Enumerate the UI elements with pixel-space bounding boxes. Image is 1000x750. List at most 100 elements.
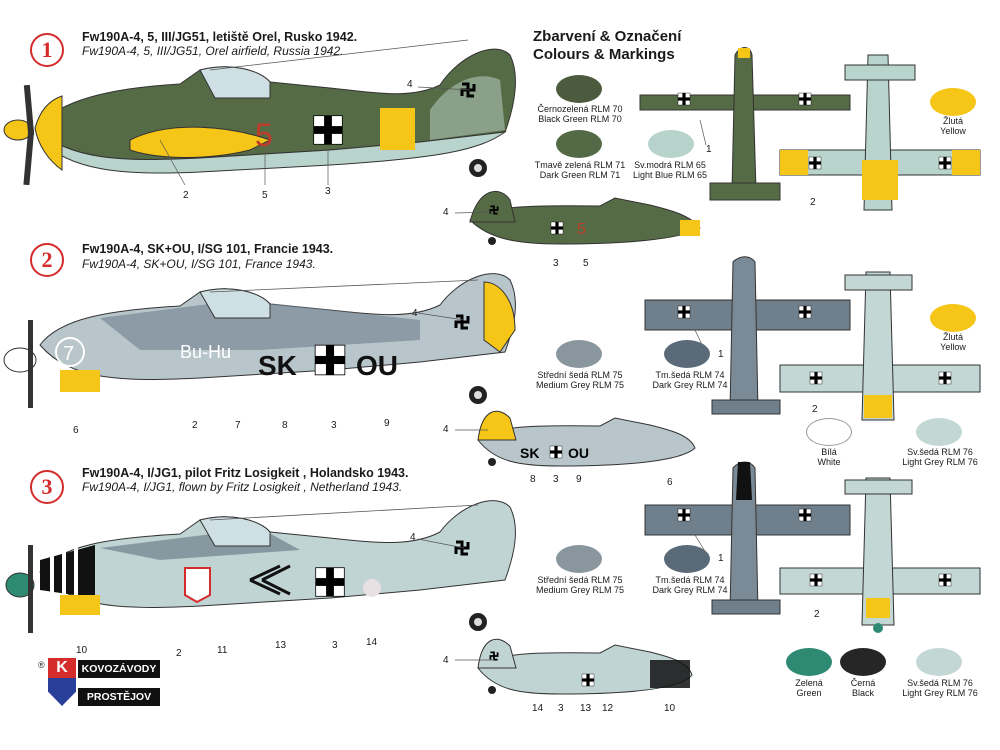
- plane-3-small-side: [477, 638, 693, 695]
- plane-2-top-view: [644, 256, 851, 415]
- swatch-yellow-1: [930, 88, 976, 116]
- swatch-black: [840, 648, 886, 676]
- plane-2-small-ou: OU: [568, 445, 589, 461]
- p3-callout-e: 13: [275, 640, 287, 651]
- plane-1-side-profile: 5: [3, 39, 516, 186]
- swatch-rlm76-1-cz: Sv.šedá RLM 76: [907, 447, 973, 457]
- kovozavody-logo: ® K KOVOZÁVODY PROSTĚJOV: [38, 658, 163, 708]
- p1-callout-c: 5: [262, 190, 268, 201]
- scheme-2-title-en: Fw190A-4, SK+OU, I/SG 101, France 1943.: [82, 257, 316, 271]
- plane-1-bottom-view: [779, 54, 981, 211]
- swatch-rlm74-2-cz: Tm.šedá RLM 74: [655, 575, 725, 585]
- plane-2-number-7: 7: [63, 343, 74, 365]
- swatch-rlm71: [556, 130, 602, 158]
- p1-callout-d: 3: [325, 186, 331, 197]
- swatch-green-cz: Zelená: [795, 678, 823, 688]
- p2-callout-g: 9: [384, 418, 390, 429]
- plane-2-side-profile: SK OU Bu-Hu 7: [3, 273, 516, 408]
- p3s-callout-a: 4: [443, 655, 449, 666]
- scheme-1-badge-number: 1: [41, 37, 53, 62]
- p2-callout-c: 2: [192, 420, 198, 431]
- swatch-rlm71-en: Dark Green RLM 71: [539, 170, 621, 180]
- swatch-yellow-2: [930, 304, 976, 332]
- p1t-callout-b: 2: [810, 197, 816, 208]
- swatch-rlm76-1: [916, 418, 962, 446]
- p3s-callout-b: 14: [532, 703, 544, 714]
- scheme-2-badge: [30, 243, 64, 277]
- swatch-white: [806, 418, 852, 446]
- p2s-callout-a: 4: [443, 424, 449, 435]
- p2-callout-e: 8: [282, 420, 288, 431]
- swatch-rlm65-en: Light Blue RLM 65: [632, 170, 708, 180]
- p3t-callout-b: 2: [814, 609, 820, 620]
- swatch-rlm76-2: [916, 648, 962, 676]
- plane-2-code-ou: OU: [356, 350, 398, 381]
- p2s-callout-e: 6: [667, 477, 673, 488]
- swatch-yellow-2-cz: Žlutá: [942, 332, 963, 342]
- p2t-callout-a: 1: [718, 349, 724, 360]
- p3s-callout-f: 10: [664, 703, 676, 714]
- p2-callout-a: 4: [412, 308, 418, 319]
- scheme-1-title: Fw190A-4, 5, III/JG51, letiště Orel, Rus…: [82, 30, 358, 44]
- p2-callout-b: 6: [73, 425, 79, 436]
- swatch-yellow-1-en: Yellow: [940, 126, 966, 136]
- scheme-3-badge-number: 3: [41, 474, 53, 499]
- swatch-white-en: White: [817, 457, 841, 467]
- plane-2-bu-hu: Bu-Hu: [180, 342, 231, 362]
- swatch-rlm70-cz: Černozelená RLM 70: [537, 104, 623, 114]
- p1-callout-a: 4: [407, 79, 413, 90]
- swatch-rlm76-2-cz: Sv.šedá RLM 76: [907, 678, 973, 688]
- swatch-rlm75-1: [556, 340, 602, 368]
- swatch-rlm71-cz: Tmavě zelená RLM 71: [534, 160, 626, 170]
- plane-1-number-5: 5: [255, 117, 273, 153]
- swatch-rlm74-2-en: Dark Grey RLM 74: [652, 585, 728, 595]
- swatch-rlm75-1-en: Medium Grey RLM 75: [535, 380, 625, 390]
- p3t-callout-a: 1: [718, 553, 724, 564]
- p1t-callout-a: 1: [706, 144, 712, 155]
- swatch-black-cz: Černá: [850, 678, 876, 688]
- scheme-1-title-en: Fw190A-4, 5, III/JG51, Orel airfield, Ru…: [82, 44, 344, 58]
- scheme-3-title-en: Fw190A-4, I/JG1, flown by Fritz Losigkei…: [82, 480, 403, 494]
- p1s-callout-a: 4: [443, 207, 449, 218]
- swatch-rlm75-1-cz: Střední šedá RLM 75: [537, 370, 623, 380]
- swatch-black-en: Black: [851, 688, 874, 698]
- logo-line2: PROSTĚJOV: [78, 688, 160, 706]
- swatch-rlm76-1-en: Light Grey RLM 76: [902, 457, 978, 467]
- colours-title-cz: Zbarvení & Označení: [533, 28, 682, 45]
- swatch-rlm74-1-en: Dark Grey RLM 74: [652, 380, 728, 390]
- swatch-rlm74-1-cz: Tm.šedá RLM 74: [655, 370, 725, 380]
- p3-callout-g: 14: [366, 637, 378, 648]
- plane-2-code-sk: SK: [258, 350, 297, 381]
- logo-k-mark: K: [48, 658, 76, 678]
- swatch-rlm75-2-en: Medium Grey RLM 75: [535, 585, 625, 595]
- plane-2-small-sk: SK: [520, 445, 539, 461]
- p3-callout-f: 3: [332, 640, 338, 651]
- swatch-rlm65: [648, 130, 694, 158]
- plane-2-bottom-view: [779, 271, 981, 421]
- scheme-3-title: Fw190A-4, I/JG1, pilot Fritz Losigkeit ,…: [82, 466, 409, 480]
- swatch-yellow-1-cz: Žlutá: [942, 116, 963, 126]
- p3-callout-b: 10: [76, 645, 88, 656]
- p2t-callout-b: 2: [812, 404, 818, 415]
- swatch-rlm75-2: [556, 545, 602, 573]
- plane-3-bottom-view: [779, 477, 981, 633]
- swatch-rlm65-cz: Sv.modrá RLM 65: [634, 160, 706, 170]
- scheme-1-badge: [30, 33, 64, 67]
- p3s-callout-d: 13: [580, 703, 592, 714]
- swatch-white-cz: Bílá: [821, 447, 837, 457]
- swatch-rlm76-2-en: Light Grey RLM 76: [902, 688, 978, 698]
- plane-2-small-side: SK OU: [477, 410, 696, 467]
- swatch-rlm70-en: Black Green RLM 70: [538, 114, 622, 124]
- colours-title-en: Colours & Markings: [533, 46, 675, 63]
- p1s-callout-c: 5: [583, 258, 589, 269]
- plane-1-top-view: [639, 47, 851, 201]
- swatch-rlm74-1: [664, 340, 710, 368]
